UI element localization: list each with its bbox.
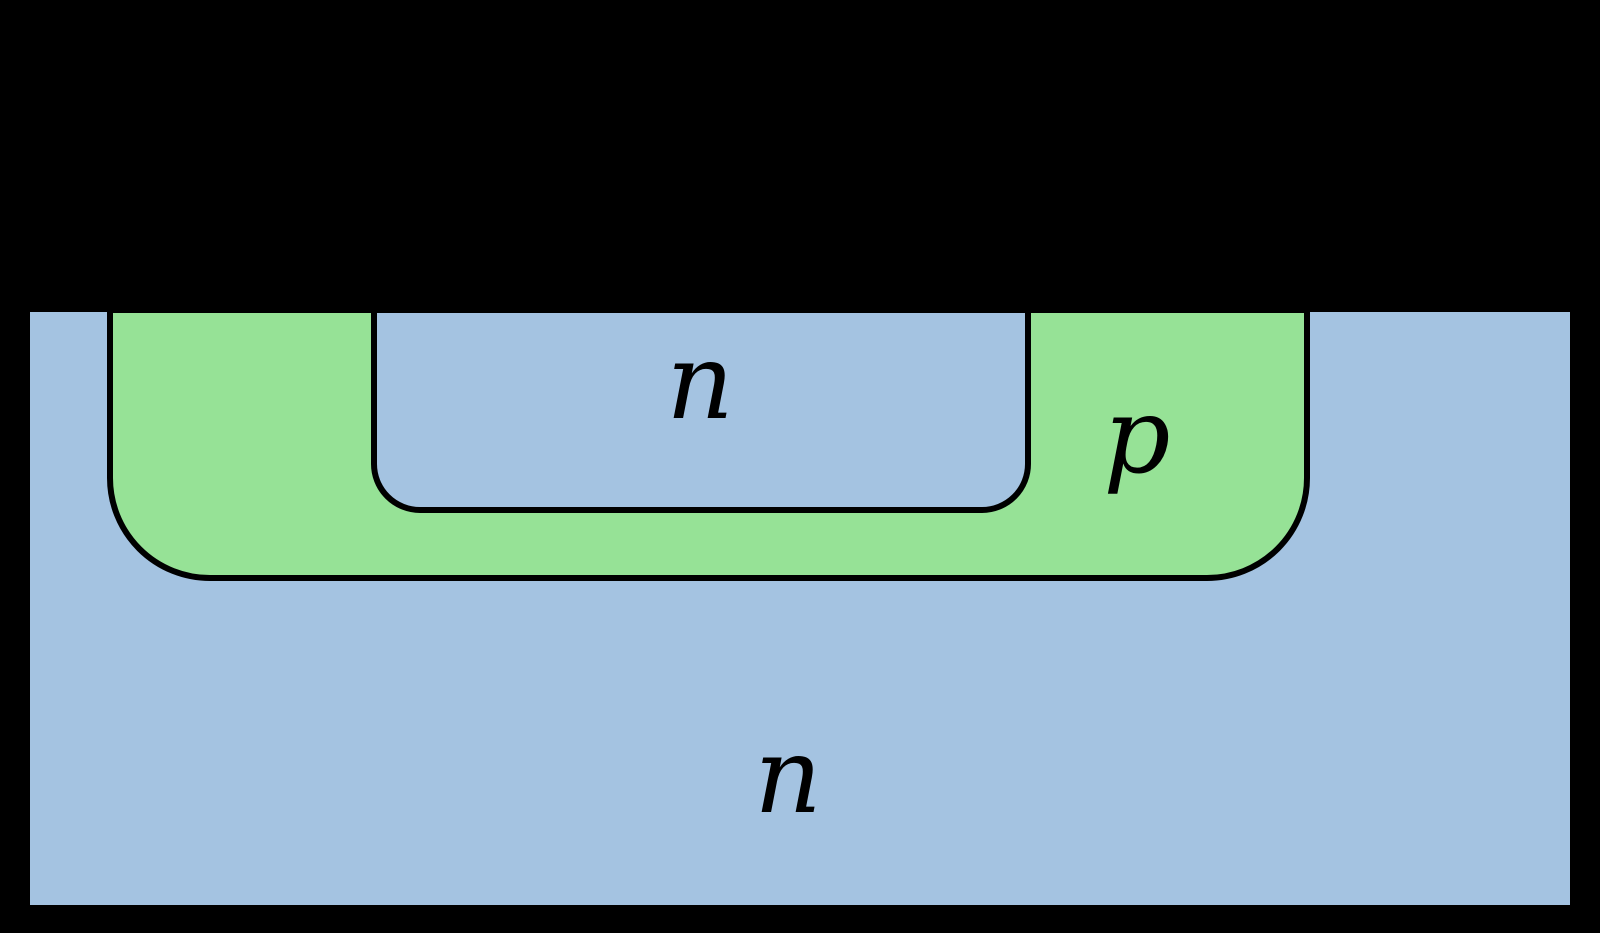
inner-n-region <box>371 307 1031 513</box>
p-well-label: p <box>1103 375 1170 497</box>
inner-n-label: n <box>666 321 734 443</box>
substrate-n-label: n <box>754 715 822 837</box>
